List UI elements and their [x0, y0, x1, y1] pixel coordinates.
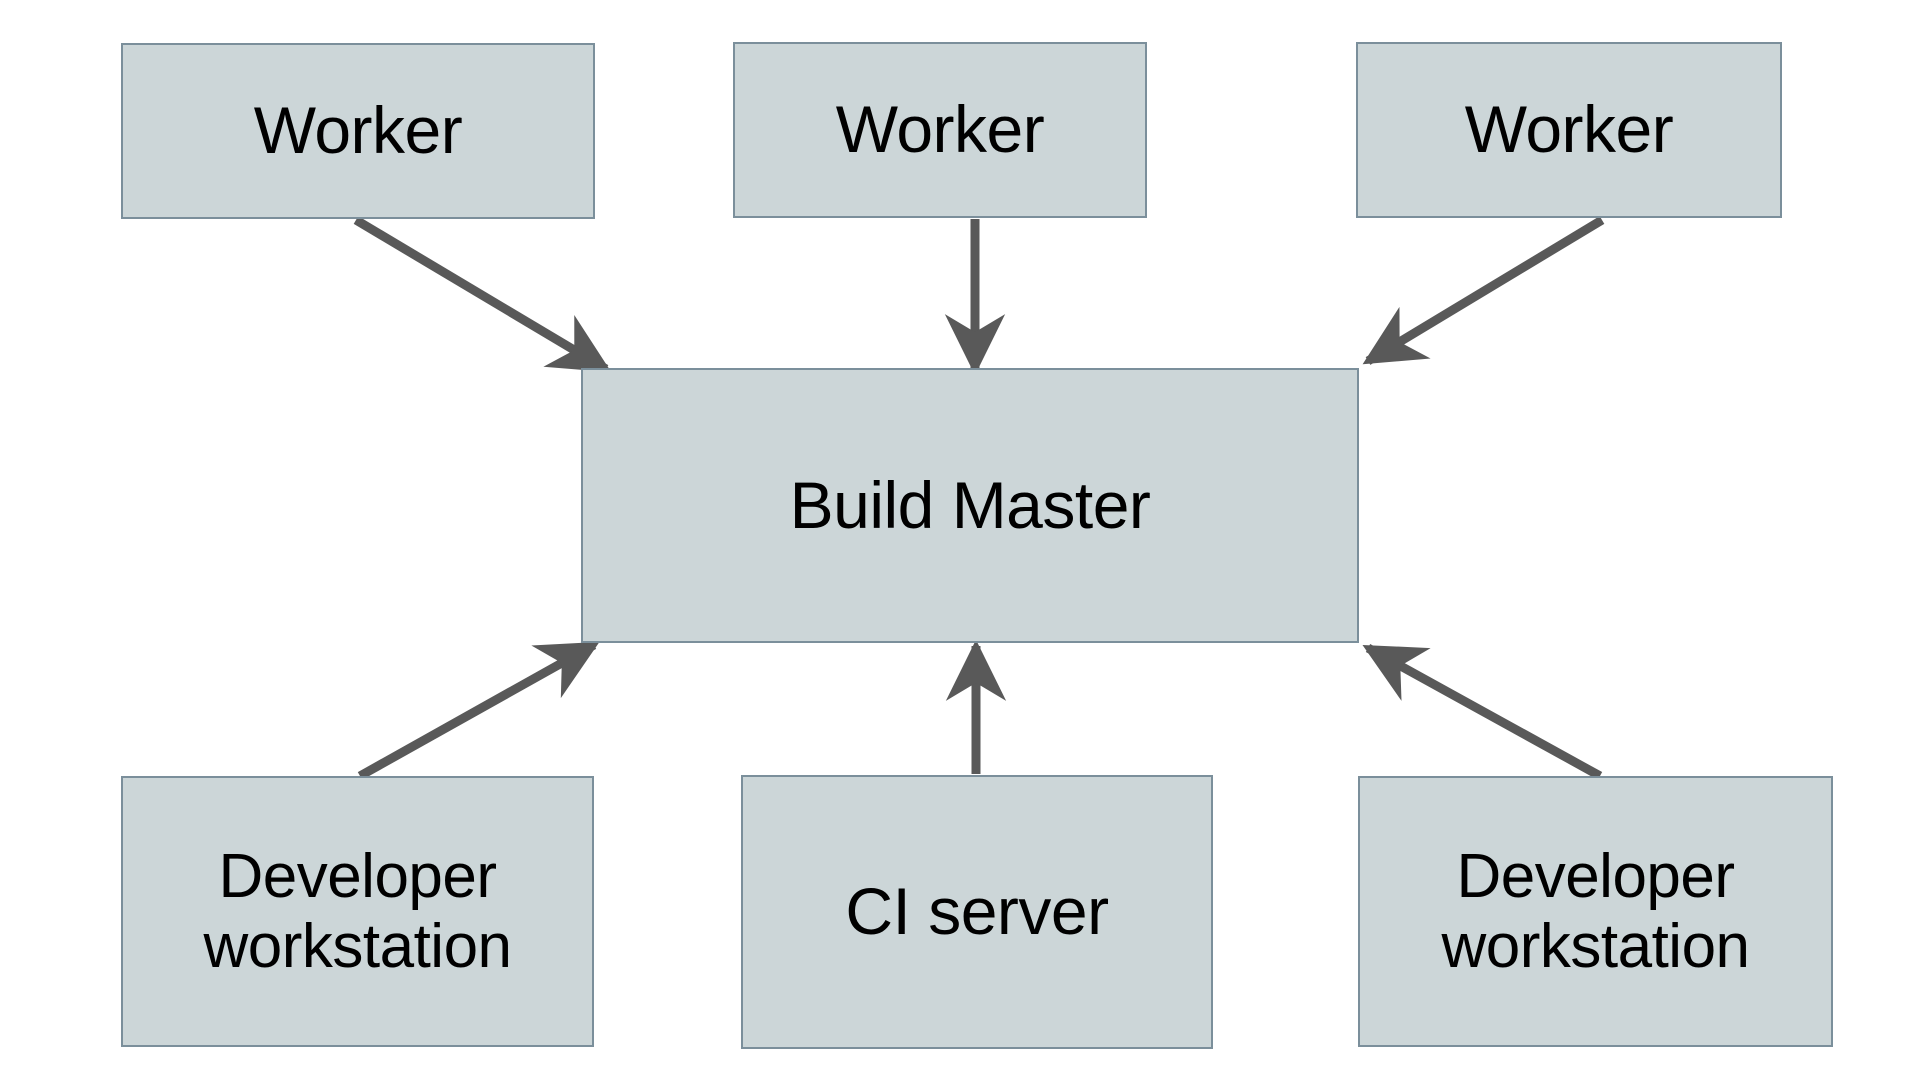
- node-build-master[interactable]: Build Master: [581, 368, 1359, 643]
- node-label-developer-workstation-left: Developer workstation: [203, 842, 512, 981]
- edge-developer-workstation-left-to-build-master: [357, 641, 600, 780]
- node-ci-server[interactable]: CI server: [741, 775, 1213, 1049]
- node-label-developer-workstation-right: Developer workstation: [1441, 842, 1750, 981]
- node-developer-workstation-right[interactable]: Developer workstation: [1358, 776, 1833, 1047]
- node-worker-1[interactable]: Worker: [121, 43, 595, 219]
- node-worker-3[interactable]: Worker: [1356, 42, 1782, 218]
- edge-developer-workstation-right-to-build-master: [1362, 644, 1603, 780]
- node-label-worker-3: Worker: [1464, 92, 1674, 167]
- node-worker-2[interactable]: Worker: [733, 42, 1147, 218]
- edge-worker-3-to-build-master: [1362, 216, 1605, 365]
- edge-worker-1-to-build-master: [353, 216, 612, 373]
- node-developer-workstation-left[interactable]: Developer workstation: [121, 776, 594, 1047]
- node-label-worker-1: Worker: [253, 93, 463, 168]
- node-label-worker-2: Worker: [835, 92, 1045, 167]
- node-label-build-master: Build Master: [789, 467, 1151, 542]
- node-label-ci-server: CI server: [845, 874, 1109, 949]
